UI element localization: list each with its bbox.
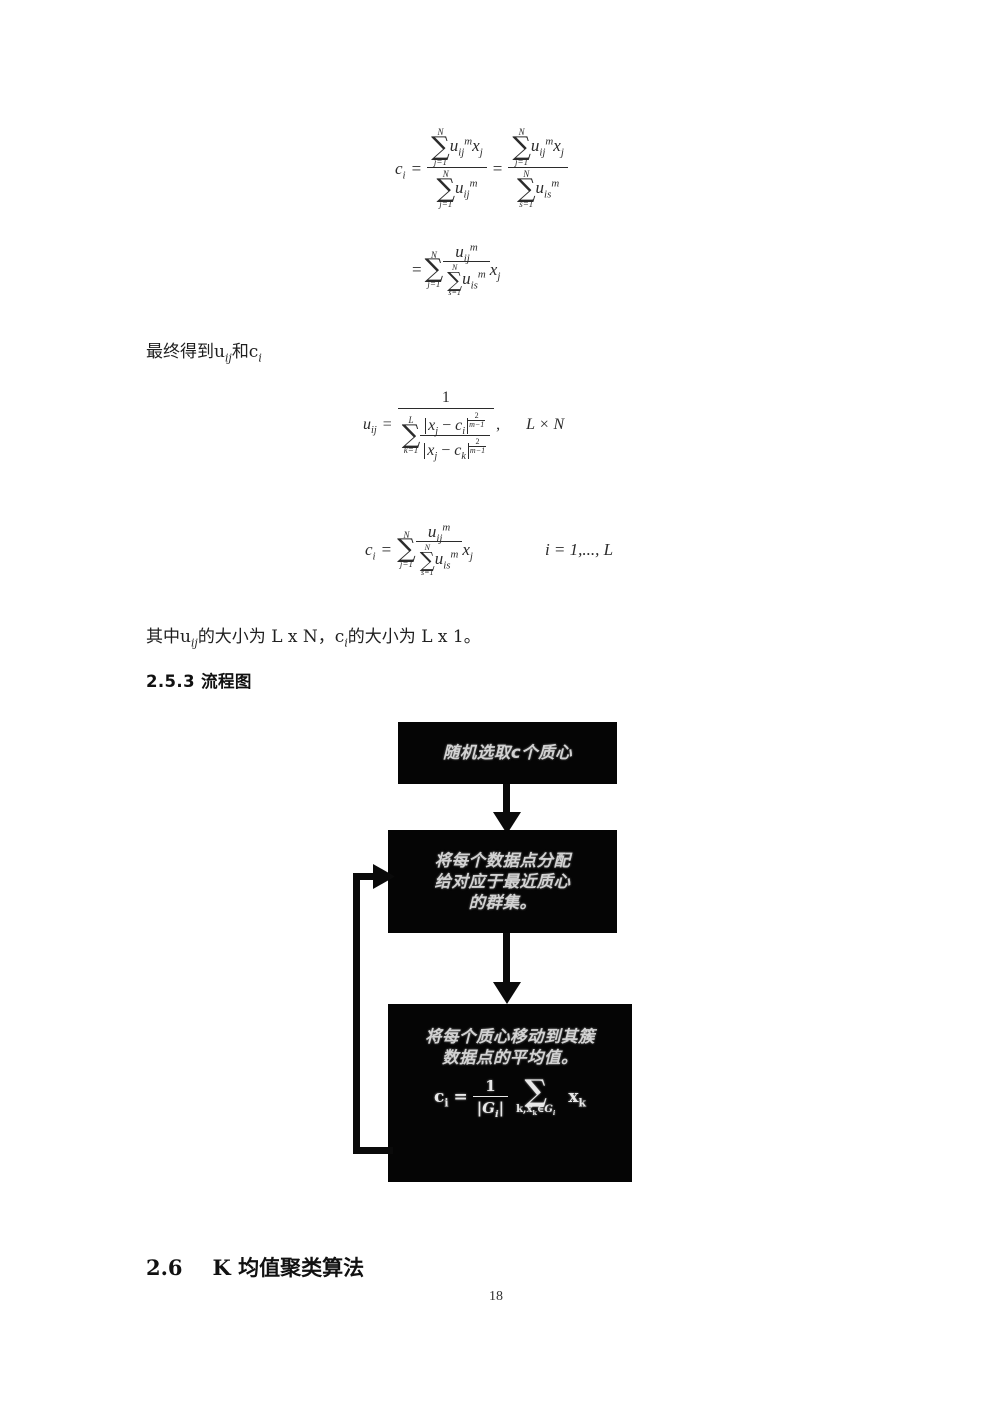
paragraph-final-results-text: 最终得到u bbox=[146, 342, 225, 362]
flow-box-move-centroids-line-2: 数据点的平均值。 bbox=[442, 1048, 578, 1068]
paragraph-final-results-tail: 和c bbox=[231, 342, 259, 362]
heading-section-2-5-3: 2.5.3 流程图 bbox=[146, 672, 252, 691]
eq3-index-annotation: i = 1,..., L bbox=[544, 540, 614, 560]
connector-line-box2-box3 bbox=[503, 933, 510, 991]
paragraph-final-results: 最终得到uij和ci bbox=[146, 337, 262, 365]
heading-section-2-6: 2.6 K 均值聚类算法 bbox=[146, 1252, 364, 1282]
arrow-head-box1-box2 bbox=[493, 812, 521, 834]
flow-box-select-centroids-line-1: 随机选取c个质心 bbox=[442, 743, 573, 763]
paragraph-dimensions-part2: 的大小为 L x N， bbox=[197, 627, 335, 647]
eq1-lhs: ci bbox=[395, 158, 406, 182]
feedback-loop-horizontal-bottom bbox=[353, 1147, 393, 1154]
paragraph-dimensions-part3: c bbox=[334, 627, 345, 647]
paragraph-final-results-sub: ij bbox=[224, 351, 232, 365]
formula-equals: = bbox=[453, 1087, 468, 1108]
flow-box-move-centroids: 将每个质心移动到其簇 数据点的平均值。 ci = 1 |Gi| ∑ k,xk∈G… bbox=[388, 1004, 632, 1182]
flow-box-move-centroids-line-1: 将每个质心移动到其簇 bbox=[425, 1027, 595, 1046]
paragraph-final-results-tail-sub: i bbox=[258, 351, 262, 365]
arrow-head-box2-box3 bbox=[493, 982, 521, 1004]
eq2-lhs: uij bbox=[363, 415, 377, 436]
feedback-loop-vertical bbox=[353, 873, 360, 1154]
arrow-head-feedback-loop bbox=[373, 864, 395, 889]
paragraph-dimensions-part1: 其中u bbox=[146, 627, 191, 647]
formula-operand: xk bbox=[568, 1087, 587, 1110]
page-number: 18 bbox=[489, 1289, 503, 1304]
kmeans-flowchart: 随机选取c个质心 将每个数据点分配 给对应于最近质心 的群集。 将每个质心移动到… bbox=[340, 700, 660, 1200]
connector-line-box1-box2 bbox=[503, 784, 510, 820]
eq2-dimension-annotation: L × N bbox=[526, 415, 565, 433]
flow-box-assign-points-line-3: 的群集。 bbox=[468, 893, 537, 913]
flow-box-move-centroids-formula: ci = 1 |Gi| ∑ k,xk∈Gi xk bbox=[433, 1074, 587, 1120]
flow-box-assign-points: 将每个数据点分配 给对应于最近质心 的群集。 bbox=[388, 830, 617, 933]
heading-section-2-6-number: 2.6 bbox=[146, 1255, 183, 1280]
paragraph-dimensions-part4: 的大小为 L x 1。 bbox=[347, 627, 481, 647]
formula-summation: ∑ k,xk∈Gi bbox=[516, 1074, 556, 1117]
formula-fraction: 1 |Gi| bbox=[472, 1077, 509, 1120]
feedback-loop-horizontal-top bbox=[353, 873, 383, 880]
paragraph-dimensions-sub2: i bbox=[344, 636, 348, 650]
flow-box-assign-points-line-1: 将每个数据点分配 bbox=[434, 850, 571, 870]
paragraph-dimensions-sub1: ij bbox=[190, 636, 198, 650]
flow-box-assign-points-line-2: 给对应于最近质心 bbox=[434, 871, 571, 891]
eq3-lhs: ci bbox=[365, 540, 376, 563]
flow-box-select-centroids: 随机选取c个质心 bbox=[398, 722, 617, 784]
paragraph-dimensions: 其中uij的大小为 L x N，ci的大小为 L x 1。 bbox=[146, 622, 481, 650]
formula-lhs: ci bbox=[433, 1087, 449, 1110]
heading-section-2-6-title: K 均值聚类算法 bbox=[212, 1255, 365, 1280]
